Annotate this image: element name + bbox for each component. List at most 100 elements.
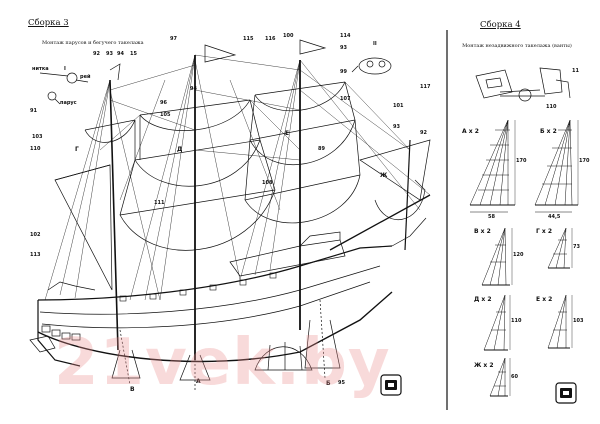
inset-label-sail: парус	[60, 100, 77, 106]
dim-b-height: 170	[579, 158, 590, 164]
callout: 92	[420, 130, 427, 136]
shroud-fan-d	[483, 294, 508, 351]
callout: 94	[190, 86, 197, 92]
main-yard-low	[119, 189, 276, 216]
sail-fore-mid	[249, 119, 356, 165]
callout: Д	[177, 146, 183, 153]
stand-b	[304, 319, 341, 369]
shroud-fan-a	[469, 119, 515, 213]
callout: Ж	[380, 172, 388, 179]
shroud-fan-zh	[489, 357, 508, 397]
hull-deck-line	[37, 245, 393, 301]
dim-g-height: 73	[573, 244, 580, 250]
panel-label-v: В х 2	[474, 228, 491, 235]
gunports	[119, 272, 277, 302]
panel-label-b: Б х 2	[540, 128, 557, 135]
stand-label: В	[130, 386, 135, 393]
inset-thread-sail	[39, 72, 89, 105]
callout: 110	[30, 146, 41, 152]
callout: 105	[160, 112, 171, 118]
wale-2	[41, 281, 371, 329]
callout: 91	[30, 108, 37, 114]
callout: 92	[93, 51, 100, 57]
inset-block	[351, 57, 392, 75]
section-title-3: Сборка 3	[28, 18, 69, 28]
sail-fore-low	[244, 174, 361, 224]
hull-bottom	[37, 291, 393, 363]
stand-v	[111, 349, 141, 379]
callout: 107	[340, 96, 351, 102]
callout: 117	[420, 84, 431, 90]
subtitle-left: Монтаж парусов и бегучего такелажа	[42, 40, 144, 46]
fore-yard-mid	[249, 119, 356, 141]
book-icon	[385, 380, 572, 398]
shroud-fan-e	[547, 294, 570, 349]
bow-head	[391, 217, 427, 247]
main-yard-mid	[134, 139, 261, 161]
callout: 96	[160, 100, 167, 106]
callout: 101	[393, 103, 404, 109]
callout: 100	[283, 33, 294, 39]
callout: 11	[572, 68, 579, 74]
callout: 111	[154, 200, 165, 206]
dim-e-height: 103	[573, 318, 584, 324]
watermark: 21vek.by	[54, 326, 391, 400]
main-flag	[204, 44, 237, 63]
shroud-fan-g	[547, 227, 570, 269]
subtitle-right: Монтаж незадвижного такелажа (ванты)	[462, 43, 572, 49]
callout: 113	[30, 252, 41, 258]
callout: 94	[117, 51, 124, 57]
main-yard-top	[139, 99, 251, 116]
bowsprit	[329, 194, 431, 251]
mizzen-flag	[109, 63, 121, 81]
bottom-right-icon-frame	[380, 374, 402, 396]
callout: 93	[106, 51, 113, 57]
panel-label-zh: Ж х 2	[474, 362, 494, 369]
inset-label-roman-1: I	[64, 66, 66, 72]
dim-a-width: 58	[488, 214, 495, 220]
fore-yard-low	[244, 174, 361, 201]
panel-label-e: Е х 2	[536, 296, 553, 303]
callout: 95	[338, 380, 345, 386]
sail-fore-top	[254, 81, 346, 112]
stern-rail	[47, 281, 96, 291]
shroud-fan-b	[534, 119, 578, 213]
callout: 15	[130, 51, 137, 57]
fore-flag	[299, 39, 327, 55]
callout: 102	[30, 232, 41, 238]
sail-main-low	[119, 189, 276, 251]
callout: 116	[265, 36, 276, 42]
panel-label-g: Г х 2	[536, 228, 553, 235]
callout: 103	[32, 134, 43, 140]
deck-house	[229, 239, 346, 277]
sail-main-mid	[134, 139, 261, 187]
dim-a-height: 170	[516, 158, 527, 164]
callout: Е	[285, 130, 290, 137]
mizzen-mast	[109, 79, 119, 351]
sail-mizzen	[54, 164, 113, 291]
callout: 110	[546, 104, 557, 110]
mizzen-yard	[84, 119, 136, 131]
inset-label-rey: рей	[80, 74, 91, 80]
jib	[359, 139, 431, 201]
sail-sprit	[374, 179, 426, 221]
dim-v-height: 120	[513, 252, 524, 258]
section-title-4: Сборка 4	[480, 20, 521, 30]
wale-1	[39, 265, 381, 315]
tools-inset	[475, 67, 571, 102]
panel-label-a: А х 2	[462, 128, 479, 135]
dimension-lines	[509, 120, 579, 396]
inset-label-thread: нитка	[32, 66, 49, 72]
callout: Г	[75, 146, 79, 153]
inset-label-roman-2: II	[373, 41, 377, 47]
panel-label-d: Д х 2	[474, 296, 492, 303]
callout: 108	[262, 180, 273, 186]
shroud-fan-v	[481, 227, 510, 286]
dim-d-height: 110	[511, 318, 522, 324]
sprit-topmast	[404, 139, 411, 251]
callout: 99	[340, 69, 347, 75]
fore-yard-top	[254, 81, 346, 96]
callout: 97	[170, 36, 177, 42]
dim-b-width: 44,5	[548, 214, 561, 220]
